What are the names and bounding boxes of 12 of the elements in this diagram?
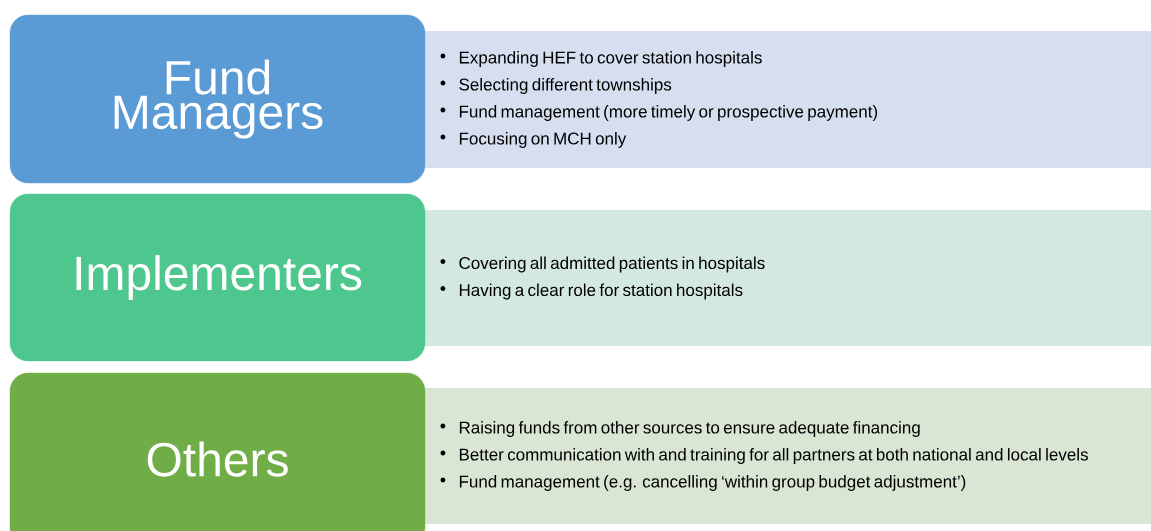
category-box: Others: [9, 372, 426, 531]
category-box: Implementers: [9, 193, 426, 362]
bullet-text: Better communication with and training for all partners at both national and local levels: [440, 448, 1088, 464]
bullet-text: Having a clear role for station hospitals: [440, 283, 743, 300]
bullet-text: Covering all admitted patients in hospitals: [440, 256, 765, 273]
bullet-text: Fund management (more timely or prospective payment): [440, 105, 878, 121]
bullet-text: Selecting different townships: [440, 78, 672, 94]
bullet-text: Raising funds from other sources to ensure adequate financing: [440, 421, 920, 437]
bullet-text: Focusing on MCH only: [440, 132, 627, 148]
bullet-text: Fund management (e.g. cancelling ‘within group budget adjustment’): [440, 475, 966, 491]
category-box: Fund Managers: [9, 14, 426, 184]
bullet-text: Expanding HEF to cover station hospitals: [440, 51, 762, 67]
